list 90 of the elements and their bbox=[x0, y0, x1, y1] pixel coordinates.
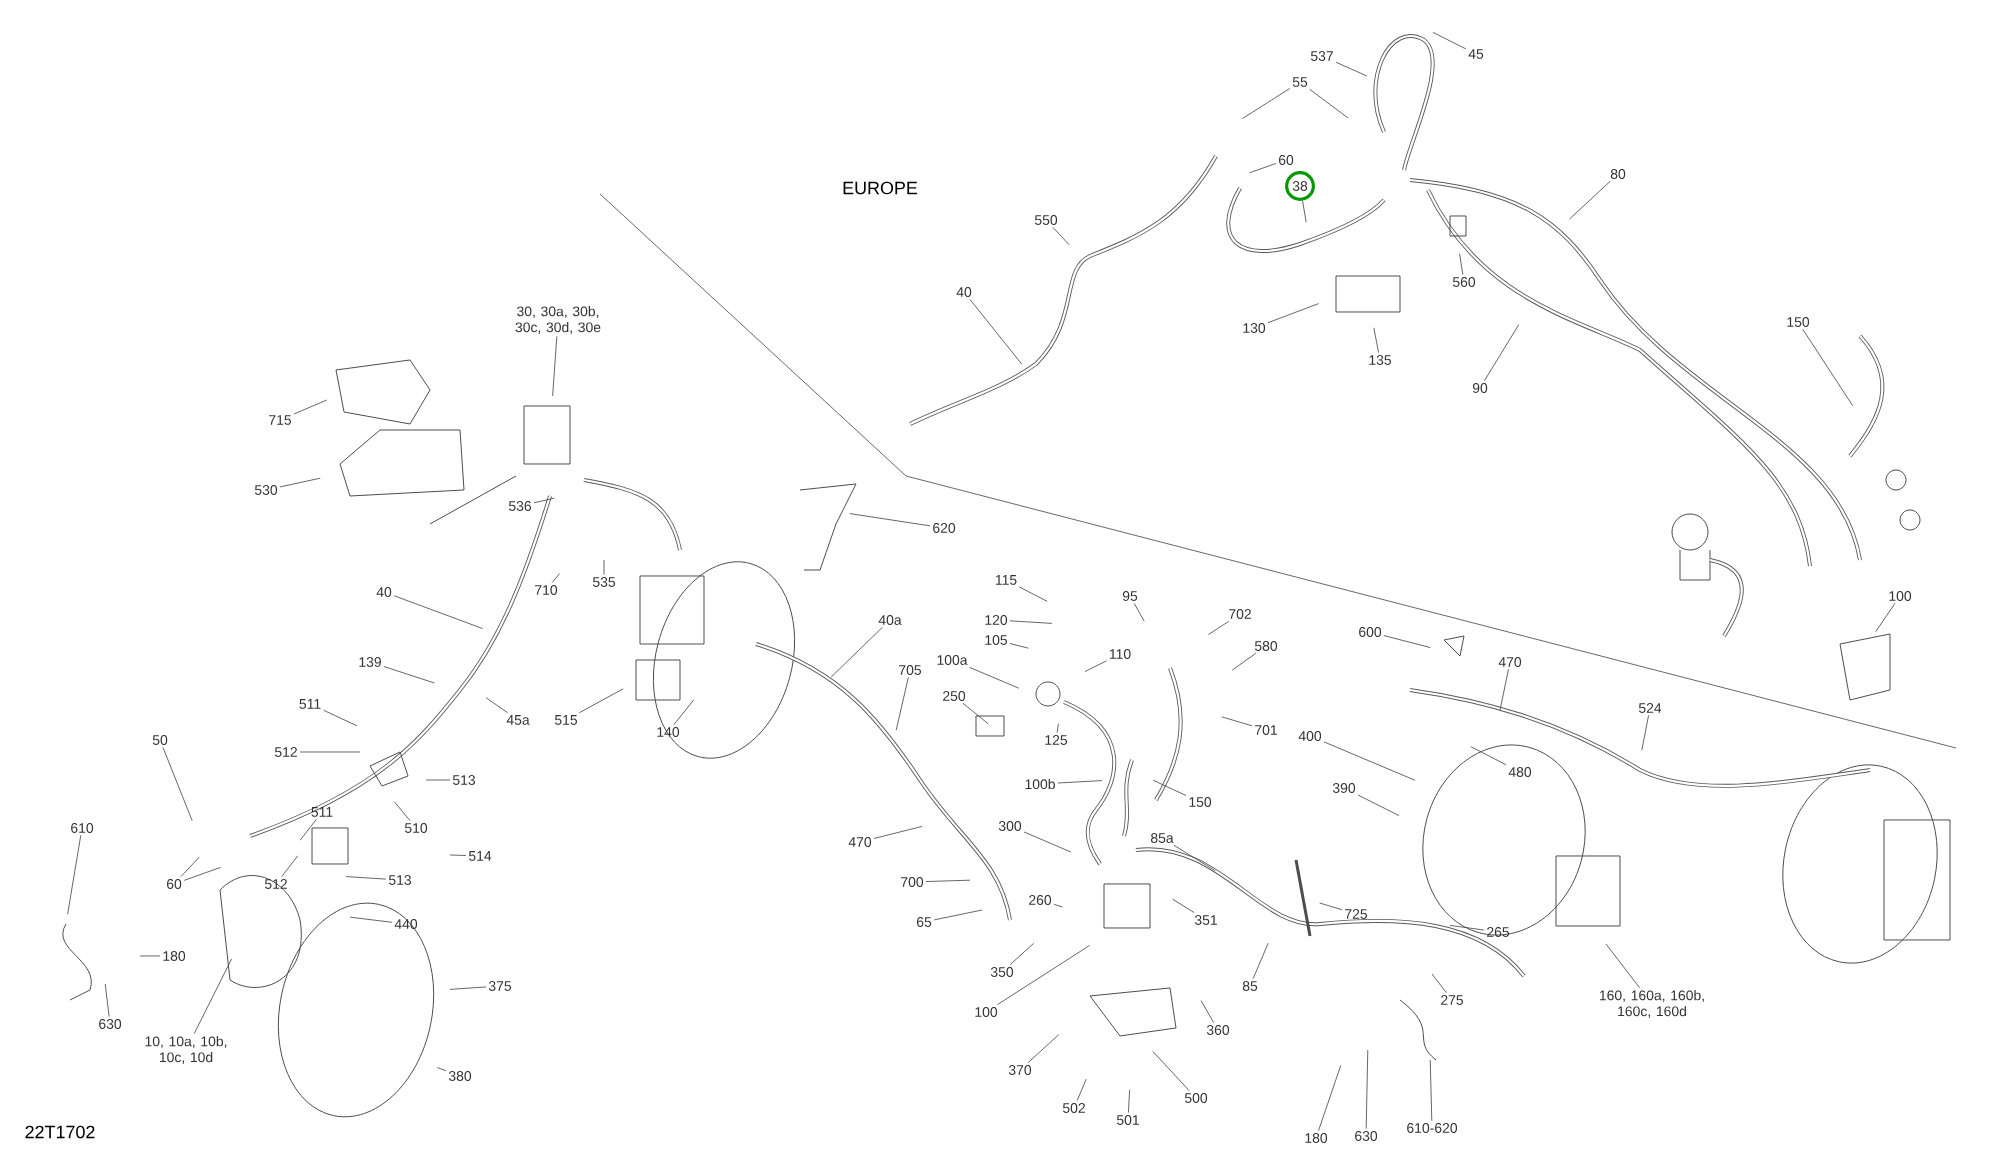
leader-line bbox=[383, 666, 435, 684]
leader-line bbox=[1009, 943, 1034, 966]
leader-line bbox=[1009, 620, 1053, 624]
leader-line bbox=[67, 834, 82, 915]
leader-line bbox=[1335, 61, 1368, 77]
leader-line bbox=[1242, 88, 1291, 119]
leader-line bbox=[1076, 1078, 1087, 1102]
leader-line bbox=[1133, 602, 1145, 622]
leader-line bbox=[293, 399, 328, 415]
leader-line bbox=[1302, 200, 1307, 223]
leader-line bbox=[1569, 180, 1611, 220]
leader-line bbox=[603, 559, 605, 576]
leader-line bbox=[299, 818, 317, 841]
leader-line bbox=[1200, 1000, 1215, 1024]
leader-line bbox=[552, 335, 558, 397]
leader-line bbox=[1084, 660, 1107, 672]
leader-line bbox=[895, 676, 909, 731]
region-label: EUROPE bbox=[843, 181, 918, 195]
leader-line bbox=[1056, 723, 1059, 734]
leader-line bbox=[1470, 746, 1507, 766]
leader-line bbox=[968, 666, 1020, 689]
leader-line bbox=[997, 945, 1090, 1006]
leader-line bbox=[962, 702, 989, 725]
leader-line bbox=[1319, 902, 1343, 911]
leader-line bbox=[1318, 1065, 1342, 1132]
leader-line bbox=[1249, 163, 1277, 174]
leader-line bbox=[1009, 643, 1029, 649]
leader-line bbox=[1357, 794, 1400, 816]
leader-line bbox=[1019, 586, 1048, 602]
leader-line bbox=[1373, 327, 1379, 354]
leader-line bbox=[1172, 898, 1195, 914]
leader-line bbox=[1432, 32, 1467, 50]
leader-line bbox=[578, 688, 624, 714]
leader-line bbox=[830, 626, 883, 678]
leader-line bbox=[1429, 1059, 1433, 1122]
leader-line bbox=[1023, 831, 1072, 853]
leader-line bbox=[1252, 942, 1269, 980]
leader-line bbox=[1231, 652, 1257, 671]
leader-line bbox=[437, 1067, 447, 1072]
leader-line bbox=[849, 513, 931, 527]
leader-line bbox=[1267, 303, 1319, 324]
leader-line bbox=[1449, 925, 1485, 931]
leader-line bbox=[180, 856, 200, 878]
leader-line bbox=[449, 854, 467, 856]
leader-line bbox=[183, 867, 221, 881]
leader-line bbox=[1323, 741, 1416, 781]
leader-line bbox=[533, 497, 555, 504]
leader-line bbox=[279, 477, 321, 488]
leader-line bbox=[1875, 602, 1896, 633]
leader-line bbox=[1027, 1034, 1059, 1064]
leader-line bbox=[1053, 903, 1063, 908]
leader-line bbox=[551, 573, 560, 584]
leader-line bbox=[1309, 88, 1349, 119]
leader-line bbox=[969, 298, 1023, 365]
leader-line bbox=[323, 709, 358, 727]
leader-line bbox=[925, 879, 971, 882]
leader-line bbox=[104, 983, 110, 1018]
leader-line bbox=[1208, 620, 1230, 635]
leader-line bbox=[1431, 973, 1447, 994]
leader-line bbox=[1365, 1049, 1369, 1130]
leader-line bbox=[1802, 328, 1853, 406]
figure-code: 22T1702 bbox=[25, 1125, 95, 1139]
leader-line bbox=[1484, 324, 1520, 382]
leader-line bbox=[193, 958, 232, 1035]
leader-line bbox=[281, 855, 299, 878]
leader-line bbox=[933, 909, 983, 921]
leader-line bbox=[394, 801, 411, 822]
leader-line bbox=[393, 595, 483, 629]
leader-line bbox=[299, 751, 361, 753]
leader-line bbox=[1128, 1089, 1130, 1114]
leader-line bbox=[1459, 253, 1464, 276]
leader-line bbox=[345, 876, 387, 880]
leader-line bbox=[1052, 226, 1070, 246]
leader-line bbox=[1221, 716, 1253, 727]
leader-line bbox=[485, 697, 508, 714]
leader-line bbox=[425, 779, 451, 781]
leader-line bbox=[349, 916, 393, 923]
leader-line bbox=[1152, 779, 1187, 796]
leader-line bbox=[1057, 780, 1103, 784]
leader-line bbox=[449, 986, 487, 990]
leader-line bbox=[873, 826, 923, 839]
leader-line bbox=[1152, 1051, 1190, 1092]
leader-line bbox=[1383, 635, 1431, 648]
leader-line bbox=[1641, 714, 1649, 751]
leader-line bbox=[139, 955, 161, 957]
leader-line bbox=[1605, 943, 1640, 989]
leader-line bbox=[673, 699, 695, 726]
leader-line bbox=[1499, 668, 1509, 711]
leader-line bbox=[1173, 844, 1216, 872]
leader-line bbox=[162, 746, 193, 822]
